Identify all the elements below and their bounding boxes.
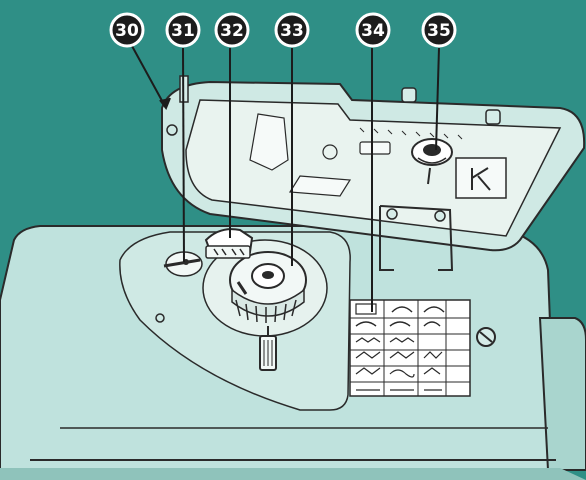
callout-33-label: 33 — [280, 21, 304, 41]
stitch-pattern-chart-icon — [350, 300, 470, 396]
callout-31-label: 31 — [171, 21, 195, 41]
callout-33: 33 — [276, 14, 308, 46]
callout-34: 34 — [357, 14, 389, 46]
callout-34-label: 34 — [361, 21, 385, 41]
callout-35: 35 — [423, 14, 455, 46]
callout-30: 30 — [111, 14, 143, 46]
leader-line-31 — [183, 48, 184, 262]
callout-35-label: 35 — [427, 21, 451, 41]
callout-32-label: 32 — [220, 21, 244, 41]
callout-31: 31 — [167, 14, 199, 46]
callout-32: 32 — [216, 14, 248, 46]
callout-30-label: 30 — [115, 21, 139, 41]
